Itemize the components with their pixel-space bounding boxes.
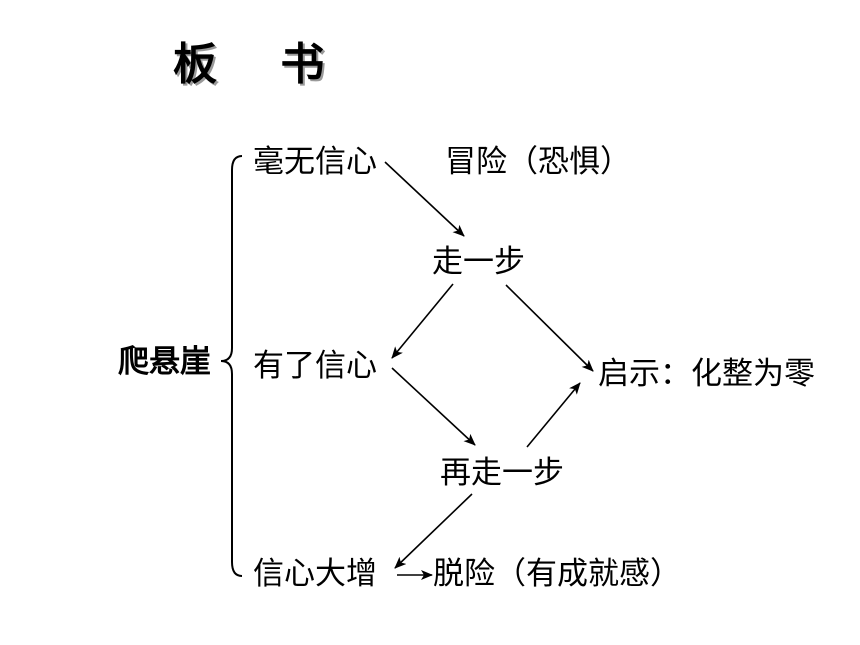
arrow-no-confidence-to-step-one	[384, 161, 465, 237]
left-brace	[220, 155, 243, 577]
node-step-again: 再走一步	[440, 455, 564, 491]
arrow-have-confidence-to-step-again	[391, 367, 476, 446]
root-label: 爬悬崖	[118, 344, 211, 380]
node-step-one: 走一步	[432, 244, 525, 280]
arrow-step-one-to-have-confidence	[391, 283, 454, 359]
board-title: 板 书	[173, 39, 349, 90]
arrow-step-one-to-insight	[505, 284, 594, 372]
arrow-step-again-to-insight	[526, 382, 581, 448]
node-adventure: 冒险（恐惧）	[445, 144, 631, 180]
node-no-confidence: 毫无信心	[253, 144, 377, 180]
arrow-step-again-to-confidence-grows	[394, 493, 473, 569]
node-have-confidence: 有了信心	[253, 348, 377, 384]
node-escape: 脱险（有成就感）	[433, 556, 681, 592]
node-insight: 启示：化整为零	[598, 356, 815, 392]
node-confidence-grows: 信心大增	[253, 556, 377, 592]
